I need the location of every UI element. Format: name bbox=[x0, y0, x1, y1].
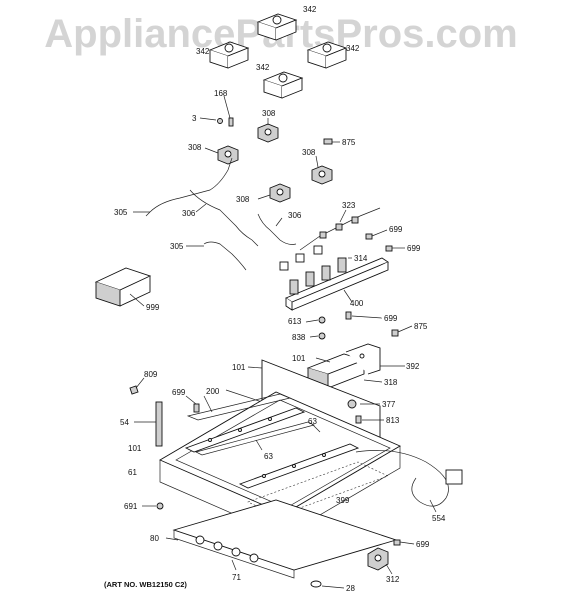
callout-342: 342 bbox=[303, 5, 317, 14]
callout-875: 875 bbox=[414, 322, 428, 331]
grate-clip-342-top bbox=[256, 13, 298, 41]
callout-28: 28 bbox=[346, 584, 355, 593]
support-rail-63-b bbox=[238, 443, 360, 489]
burner-head-308-a bbox=[217, 145, 239, 165]
callout-305: 305 bbox=[170, 242, 184, 251]
igniter-377 bbox=[347, 399, 357, 409]
screw-699-d bbox=[193, 403, 200, 413]
callout-71: 71 bbox=[232, 573, 241, 582]
callout-54: 54 bbox=[120, 418, 129, 427]
callout-699: 699 bbox=[416, 540, 430, 549]
spark-module-999 bbox=[94, 267, 152, 307]
callout-305: 305 bbox=[114, 208, 128, 217]
grate-clip-342-right bbox=[306, 41, 348, 69]
gas-tube-305-lower bbox=[203, 241, 247, 271]
screw-699-a bbox=[365, 233, 373, 240]
gas-tube-306-right bbox=[257, 213, 297, 245]
screw-168 bbox=[228, 117, 234, 127]
callout-200: 200 bbox=[206, 387, 220, 396]
screw-613 bbox=[318, 316, 326, 324]
inner-frame-200 bbox=[186, 393, 315, 456]
callout-699: 699 bbox=[407, 244, 421, 253]
callout-3: 3 bbox=[192, 114, 197, 123]
screw-3 bbox=[217, 118, 223, 124]
gas-tube-305-upper bbox=[145, 157, 233, 217]
callout-342: 342 bbox=[346, 44, 360, 53]
art-number: (ART NO. WB12150 C2) bbox=[104, 580, 187, 589]
callout-399: 399 bbox=[336, 496, 350, 505]
foot-28 bbox=[310, 580, 322, 588]
callout-312: 312 bbox=[386, 575, 400, 584]
screw-875-b bbox=[391, 329, 399, 337]
callout-101: 101 bbox=[128, 444, 142, 453]
callout-323: 323 bbox=[342, 201, 356, 210]
screw-691 bbox=[156, 502, 164, 510]
callout-308: 308 bbox=[236, 195, 250, 204]
callout-101: 101 bbox=[232, 363, 246, 372]
callout-699: 699 bbox=[172, 388, 186, 397]
cooktop-frame-61 bbox=[159, 391, 401, 537]
callout-306: 306 bbox=[182, 209, 196, 218]
callout-63: 63 bbox=[264, 452, 273, 461]
callout-61: 61 bbox=[128, 468, 137, 477]
burner-head-308-c bbox=[269, 183, 291, 203]
support-rail-63-a bbox=[184, 407, 306, 453]
callout-314: 314 bbox=[354, 254, 368, 263]
valve-manifold-400 bbox=[279, 245, 389, 311]
callout-318: 318 bbox=[384, 378, 398, 387]
pressure-regulator-312 bbox=[367, 547, 389, 571]
callout-308: 308 bbox=[262, 109, 276, 118]
screw-838 bbox=[318, 332, 326, 340]
callout-392: 392 bbox=[406, 362, 420, 371]
callout-377: 377 bbox=[382, 400, 396, 409]
callout-308: 308 bbox=[188, 143, 202, 152]
callout-838: 838 bbox=[292, 333, 306, 342]
callout-342: 342 bbox=[196, 47, 210, 56]
ignition-harness-323 bbox=[299, 207, 381, 251]
power-cord-554 bbox=[355, 450, 463, 507]
burner-head-308-b bbox=[257, 123, 279, 143]
bracket-392 bbox=[345, 343, 381, 375]
screw-813 bbox=[355, 415, 362, 424]
screw-699-c bbox=[345, 311, 352, 320]
callout-400: 400 bbox=[350, 299, 364, 308]
callout-875: 875 bbox=[342, 138, 356, 147]
screw-875-top bbox=[323, 138, 333, 145]
grate-clip-342-left bbox=[208, 41, 250, 69]
screw-699-b bbox=[385, 245, 393, 252]
callout-809: 809 bbox=[144, 370, 158, 379]
grate-clip-342-center bbox=[262, 71, 304, 99]
screw-699-e bbox=[393, 539, 401, 546]
callout-554: 554 bbox=[432, 514, 446, 523]
callout-691: 691 bbox=[124, 502, 138, 511]
gas-tube-306-left bbox=[189, 189, 259, 247]
callout-168: 168 bbox=[214, 89, 228, 98]
callout-999: 999 bbox=[146, 303, 160, 312]
callout-306: 306 bbox=[288, 211, 302, 220]
callout-699: 699 bbox=[389, 225, 403, 234]
burner-head-308-d bbox=[311, 165, 333, 185]
bottom-pan-80 bbox=[172, 499, 398, 579]
callout-63: 63 bbox=[308, 417, 317, 426]
callout-101: 101 bbox=[292, 354, 306, 363]
callout-80: 80 bbox=[150, 534, 159, 543]
callout-308: 308 bbox=[302, 148, 316, 157]
callout-813: 813 bbox=[386, 416, 400, 425]
side-strip-54 bbox=[155, 401, 163, 447]
callout-342: 342 bbox=[256, 63, 270, 72]
callout-613: 613 bbox=[288, 317, 302, 326]
callout-699: 699 bbox=[384, 314, 398, 323]
